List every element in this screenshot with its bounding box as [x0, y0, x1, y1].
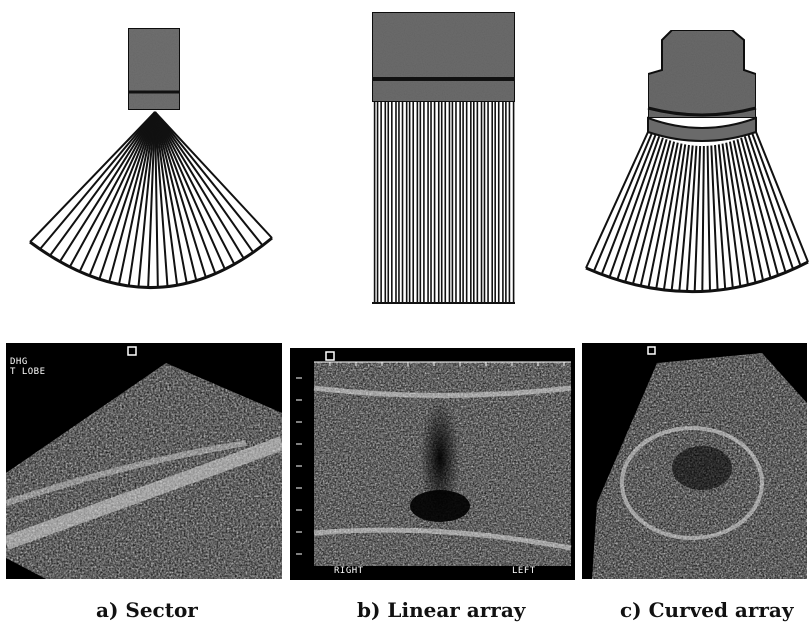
curved-beam-line [702, 146, 704, 291]
curved-beams [586, 132, 808, 292]
sector-overlay-line1: DHG [10, 357, 46, 367]
linear-overlay-right: RIGHT [334, 566, 364, 576]
linear-ultrasound-image: RIGHT LEFT [290, 348, 575, 580]
caption-sector: a) Sector [96, 598, 198, 622]
curved-probe-rim [648, 118, 756, 141]
curved-diagram [586, 30, 808, 292]
curved-beam-line [752, 134, 800, 266]
sector-overlay-line2: T LOBE [10, 367, 46, 377]
sector-beam-line [90, 112, 155, 276]
sector-beams [30, 112, 272, 288]
curved-beam-line [610, 136, 660, 277]
linear-diagram [372, 12, 515, 303]
linear-beams [375, 102, 514, 303]
sector-probe-body [128, 28, 180, 110]
sector-ultrasound-image: DHG T LOBE [6, 343, 282, 579]
linear-probe-body [372, 12, 515, 102]
linear-overlay-left: LEFT [512, 566, 536, 576]
curved-beam-line [586, 132, 648, 268]
caption-curved: c) Curved array [620, 598, 794, 622]
sector-beam-line [60, 112, 155, 262]
transducer-diagrams [0, 0, 810, 330]
curved-ultrasound-image [582, 343, 807, 579]
sector-beam-line [155, 112, 272, 238]
sector-diagram [30, 28, 272, 288]
curved-beam-line [708, 146, 710, 291]
caption-linear: b) Linear array [357, 598, 525, 622]
curved-probe-body [648, 30, 756, 118]
sector-beam-line [30, 112, 155, 242]
sector-beam-line [109, 112, 155, 282]
